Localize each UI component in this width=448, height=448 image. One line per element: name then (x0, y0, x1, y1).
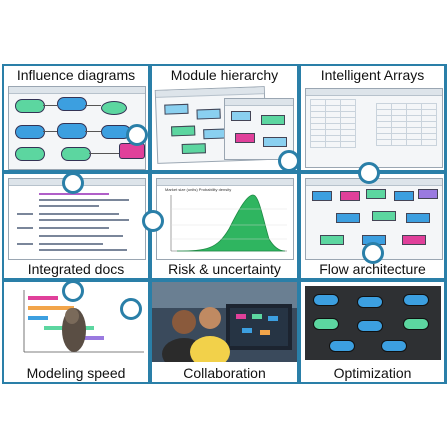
diagram-window (8, 86, 146, 170)
puzzle-connector (62, 280, 84, 302)
feature-mosaic: Influence diagrams Module hierarchy (2, 64, 447, 384)
tile-collaboration[interactable]: Collaboration (152, 282, 297, 382)
risk-window: Market size (units) Probability density (156, 178, 294, 260)
density-curve (176, 194, 286, 252)
module-window (224, 98, 294, 160)
probability-density-chart (170, 194, 287, 252)
diagram-node (119, 143, 145, 159)
tile-label: Optimization (301, 364, 444, 382)
puzzle-connector (120, 298, 142, 320)
diagram-node (57, 97, 87, 111)
tile-label: Flow architecture (301, 260, 444, 278)
diagram-node (15, 99, 45, 113)
tile-label: Integrated docs (4, 260, 148, 278)
puzzle-connector (278, 150, 300, 172)
tile-label: Intelligent Arrays (301, 66, 444, 84)
tile-integrated-docs[interactable]: Integrated docs (4, 174, 148, 278)
speed-timeline-graphic (23, 290, 144, 353)
diagram-node (61, 147, 91, 161)
tile-label: Influence diagrams (4, 66, 148, 84)
puzzle-connector (142, 210, 164, 232)
tile-risk-uncertainty[interactable]: Market size (units) Probability density … (152, 174, 297, 278)
puzzle-connector (358, 162, 380, 184)
array-window (305, 88, 443, 168)
puzzle-connector (62, 172, 84, 194)
risk-chart-title: Market size (units) Probability density (165, 187, 232, 192)
tile-module-hierarchy[interactable]: Module hierarchy (152, 66, 297, 170)
tile-label: Modeling speed (4, 364, 148, 382)
tile-label: Collaboration (152, 364, 297, 382)
tile-influence-diagrams[interactable]: Influence diagrams (4, 66, 148, 170)
tile-optimization[interactable]: Optimization (301, 282, 444, 382)
diagram-node (57, 123, 87, 139)
diagram-node (15, 125, 45, 139)
tile-intelligent-arrays[interactable]: Intelligent Arrays (301, 66, 444, 170)
puzzle-connector (362, 242, 384, 264)
optimization-diagram (305, 286, 441, 360)
diagram-node (15, 147, 45, 161)
collaboration-photo (152, 282, 297, 362)
puzzle-connector (126, 124, 148, 146)
tile-label: Risk & uncertainty (152, 260, 297, 278)
tile-label: Module hierarchy (152, 66, 297, 84)
diagram-node (101, 101, 127, 115)
